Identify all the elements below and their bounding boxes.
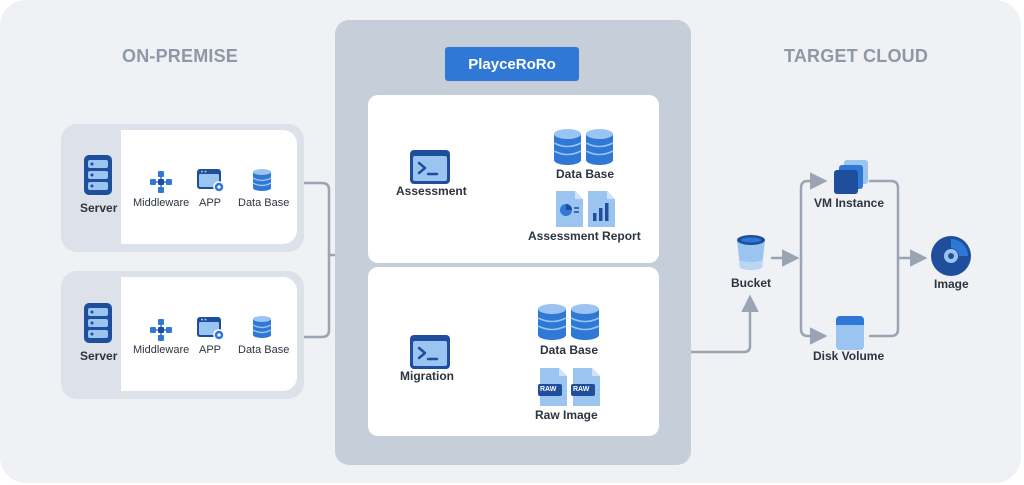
migration-label: Migration	[400, 369, 454, 383]
assessment-report-label: Assessment Report	[528, 229, 641, 243]
database-icon	[253, 316, 271, 338]
raw-image-icon	[538, 368, 602, 406]
terminal-icon	[410, 335, 450, 369]
app-icon	[197, 169, 225, 193]
database-icon	[253, 169, 271, 191]
server-icon	[84, 303, 112, 343]
middleware-icon	[150, 171, 172, 193]
playceroro-logo: PlayceRoRo	[445, 47, 579, 81]
database-label: Data Base	[238, 197, 290, 209]
app-label: APP	[199, 344, 222, 356]
bucket-icon	[737, 235, 765, 271]
server-icon	[84, 155, 112, 195]
assessment-label: Assessment	[396, 184, 467, 198]
database-label: Data Base	[540, 343, 599, 357]
image-disc-icon	[931, 236, 971, 276]
vm-instance-icon	[834, 160, 868, 194]
raw-tag: RAW	[540, 386, 557, 393]
vm-instance-label: VM Instance	[814, 196, 885, 210]
middleware-label: Middleware	[133, 197, 190, 209]
raw-image-label: Raw Image	[535, 408, 598, 422]
database-icon	[538, 304, 600, 340]
database-icon	[554, 129, 614, 165]
middleware-icon	[150, 319, 172, 341]
disk-volume-icon	[835, 316, 865, 350]
image-label: Image	[934, 277, 969, 291]
target-cloud-title: TARGET CLOUD	[784, 46, 929, 66]
report-chart-icon	[556, 191, 616, 227]
app-icon	[197, 317, 225, 341]
on-premise-title: ON-PREMISE	[122, 46, 239, 66]
terminal-icon	[410, 150, 450, 184]
server-label: Server	[80, 349, 118, 363]
raw-tag: RAW	[573, 386, 590, 393]
app-label: APP	[199, 197, 222, 209]
middleware-label: Middleware	[133, 344, 190, 356]
database-label: Data Base	[238, 344, 290, 356]
bucket-label: Bucket	[731, 276, 772, 290]
disk-volume-label: Disk Volume	[813, 349, 885, 363]
database-label: Data Base	[556, 167, 615, 181]
server-label: Server	[80, 201, 118, 215]
